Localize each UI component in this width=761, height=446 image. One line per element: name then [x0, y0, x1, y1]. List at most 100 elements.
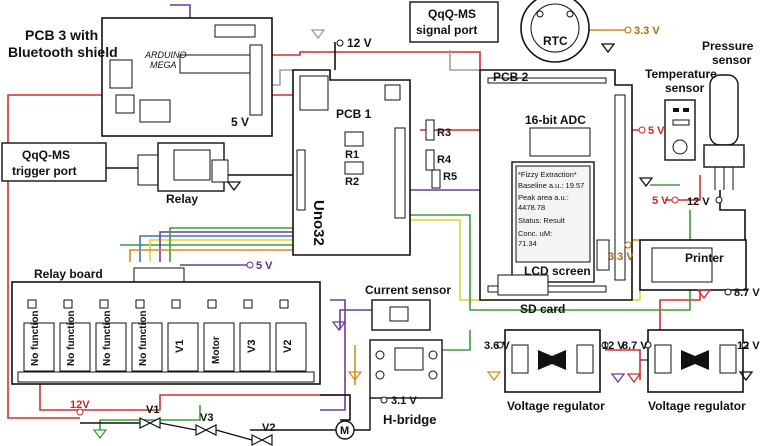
qqq-signal-line2: signal port — [416, 23, 477, 37]
adc-chip — [529, 127, 591, 157]
ground-symbols — [92, 29, 754, 440]
relay-channel-2: No function — [59, 310, 91, 372]
relay-channel-1-label: No function — [30, 310, 41, 366]
terminal-pressure-12v — [715, 196, 723, 204]
ground-icon-12 — [738, 371, 754, 382]
bt-logo-line2: MEGA — [150, 60, 177, 70]
vreg2-out-label: 12 V — [737, 340, 760, 352]
rb-5v-label: 5 V — [256, 260, 273, 272]
relay-channel-4-label: No function — [138, 310, 149, 366]
vreg1-out-label: 12 V — [602, 340, 625, 352]
relay-board-header — [133, 267, 185, 283]
terminal-vreg1-in — [496, 341, 504, 349]
relay-channel-5-label: V1 — [174, 340, 186, 353]
purple-wire-top — [170, 4, 191, 20]
lcd-line-3: Peak area a.u.: — [518, 193, 569, 202]
hb-31v-label: 3.1 V — [391, 395, 417, 407]
hbridge-chip — [394, 347, 424, 371]
vreg1-in-connector — [511, 344, 529, 374]
r5-label: R5 — [443, 171, 457, 183]
pressure-label-line1: Pressure — [702, 39, 754, 53]
vreg1-label: Voltage regulator — [507, 399, 605, 413]
red-wire-relay-bottom — [39, 382, 350, 411]
relay-label: Relay — [166, 192, 198, 206]
lcd-display — [515, 165, 591, 263]
relay-channel-7-label: V3 — [246, 340, 258, 353]
temperature-label-line2: sensor — [665, 81, 705, 95]
qqq-trigger-line1: QqQ-MS — [22, 148, 70, 162]
v2-label: V2 — [262, 422, 275, 434]
pressure-12v-label: 12 V — [687, 196, 710, 208]
r2-box — [344, 161, 364, 175]
bt-5v-label: 5 V — [231, 115, 249, 129]
relay-module — [137, 142, 229, 192]
sd-slot — [497, 274, 549, 296]
valve-v2 — [251, 434, 273, 446]
relay-board-frame — [11, 281, 321, 385]
adc-5v-label: 5 V — [648, 125, 665, 137]
vreg1-inductor — [538, 350, 566, 370]
v12-bottom-label: 12V — [70, 399, 90, 411]
lcd-line-5: Status: Result — [518, 216, 566, 225]
r1-box — [344, 131, 364, 147]
black-wire-relay — [228, 160, 296, 176]
lcd-line-6: Conc. uM: — [518, 229, 552, 238]
hbridge-screw-2 — [428, 370, 438, 380]
lcd-connector — [596, 239, 610, 271]
r3-label: R3 — [437, 127, 451, 139]
vreg2-in-label: 8.7 V — [622, 340, 648, 352]
printer-body — [651, 247, 713, 283]
rtc-3v3-label: 3.3 V — [634, 25, 660, 37]
terminal-vreg2-in — [644, 341, 652, 349]
ground-icon-6 — [347, 371, 363, 382]
v1-label: V1 — [146, 404, 159, 416]
temperature-sensor — [664, 99, 696, 161]
sd-label: SD card — [520, 302, 565, 316]
relay-channel-1: No function — [23, 310, 55, 372]
terminal-vreg2-out — [741, 341, 749, 349]
pcb1-label: PCB 1 — [336, 107, 372, 121]
uno32-label: Uno32 — [310, 200, 327, 246]
red-wire-vreg — [605, 349, 641, 380]
motor-wires — [250, 398, 371, 431]
relay-board-label: Relay board — [34, 267, 103, 281]
ground-icon-4 — [638, 177, 654, 188]
valve-v3 — [195, 424, 217, 436]
lcd-line-4: 4478.78 — [518, 203, 545, 212]
terminal-temp-5v — [671, 196, 679, 204]
relay-board-leds — [27, 299, 289, 309]
terminal-rb-5v — [246, 261, 254, 269]
vreg2-label: Voltage regulator — [648, 399, 746, 413]
ground-icon-3 — [600, 43, 616, 54]
relay-channel-6-label: Motor — [211, 336, 222, 364]
pressure-sensor — [703, 74, 745, 190]
current-sensor-label: Current sensor — [365, 283, 451, 297]
lcd-line-1: *Fizzy Extraction* — [518, 170, 577, 179]
relay-channel-3: No function — [95, 310, 127, 372]
hbridge-screw-4 — [375, 370, 385, 380]
pcb3-bluetooth-shield: ARDUINO MEGA — [101, 17, 273, 137]
gray-wire-signal — [449, 50, 480, 71]
ground-icon-8 — [610, 373, 626, 384]
rtc-module — [520, 0, 590, 63]
bt-12v-label: 12 V — [347, 36, 372, 50]
r5-body — [431, 169, 441, 189]
vreg2-in-connector — [654, 344, 672, 374]
relay-channel-4: No function — [131, 310, 163, 372]
rtc-label: RTC — [543, 34, 568, 48]
terminal-hb-31v — [380, 396, 388, 404]
vreg1-in-label: 3.6 V — [484, 340, 510, 352]
terminal-vreg1-out — [601, 341, 609, 349]
bt-logo-line1: ARDUINO — [144, 50, 187, 60]
v3-label: V3 — [200, 412, 213, 424]
pcb3-label-line1: PCB 3 with — [25, 27, 98, 43]
ground-icon-2 — [310, 29, 326, 40]
terminal-printer-87v — [724, 288, 732, 296]
pcb3-label-line2: Bluetooth shield — [8, 44, 118, 60]
lcd-line-2: Baseline a.u.: 19.57 — [518, 181, 584, 190]
terminal-12v-top — [336, 39, 344, 47]
terminal-12v-bottom — [76, 408, 84, 416]
pcb2-label: PCB 2 — [493, 70, 529, 84]
ground-icon-10 — [696, 289, 712, 300]
